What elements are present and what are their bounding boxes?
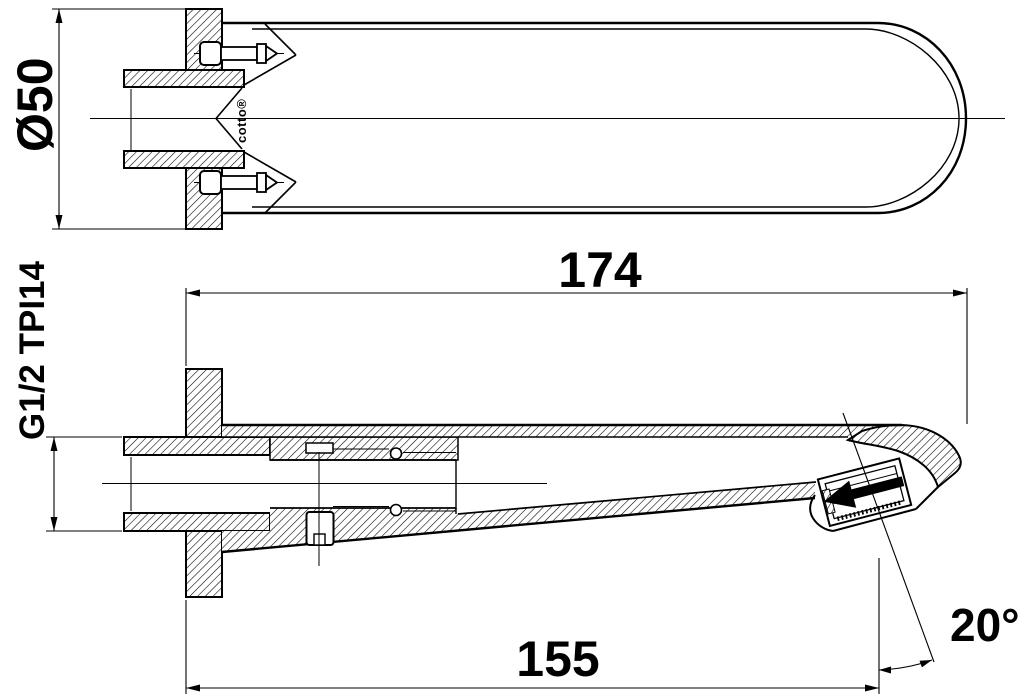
aerator-axis-line [842,412,935,663]
bolt-tip [265,173,279,192]
arrowhead-down [55,215,63,229]
aerator-rim-right [915,486,939,510]
aerator-assembly [816,457,913,528]
bolt-collar [256,172,267,193]
aerator-rim-bottom [832,508,917,532]
arrowhead-left [879,666,891,674]
plan-view: cotto® Ø50 [7,8,1005,230]
arrowhead-right [919,660,932,668]
lower-wall-hatch [222,482,815,552]
dimension-outlet-angle: 20° [878,599,1020,674]
mounting-bolt-bottom [194,170,284,195]
mounting-bolt-top [194,41,284,66]
bolt-collar [256,43,267,64]
dim-overall-length-label: 174 [558,242,642,298]
arrowhead-right [953,289,967,297]
dimension-projection-length: 155 [185,600,879,694]
arrowhead-right [865,684,879,692]
cone-transition-lines [215,23,297,214]
flow-direction-arrow [823,476,905,508]
dim-thread-label: G1/2 TPI14 [13,260,52,440]
o-ring-bottom [389,503,403,517]
arrowhead-left [186,289,200,297]
dim-outlet-angle-label: 20° [950,599,1020,651]
bolt-tip [265,44,279,63]
aerator-outlet-screen [836,499,903,522]
cavity-floor-line [457,481,817,515]
arrowhead-up [55,9,63,23]
section-view: 174 155 G1/2 TPI14 20° [13,242,1020,694]
top-wall-hatch [222,425,902,437]
arrowhead-left [186,684,200,692]
dimension-thread: G1/2 TPI14 [13,260,122,532]
dimension-diameter: Ø50 [7,8,186,230]
o-ring-top [389,447,403,460]
thread-pipe-wall-bottom [123,512,271,532]
dim-diameter-label: Ø50 [7,57,63,152]
bolt-shaft [220,46,258,61]
set-screw-hole [305,442,334,454]
arrowhead-down [50,517,58,531]
thread-pipe-wall-top-plan [123,69,245,88]
brand-logo-text: cotto® [234,99,249,143]
thread-pipe-wall-top [123,436,271,456]
dim-projection-length-label: 155 [516,631,599,687]
bolt-head [199,41,222,66]
aerator-rim-left [809,494,834,532]
arrowhead-up [50,437,58,451]
inner-tube-details [333,448,456,512]
bolt-shaft [220,175,258,190]
thread-pipe-wall-bottom-plan [123,150,245,169]
dimension-overall-length: 174 [185,242,968,424]
bolt-head [199,170,222,195]
